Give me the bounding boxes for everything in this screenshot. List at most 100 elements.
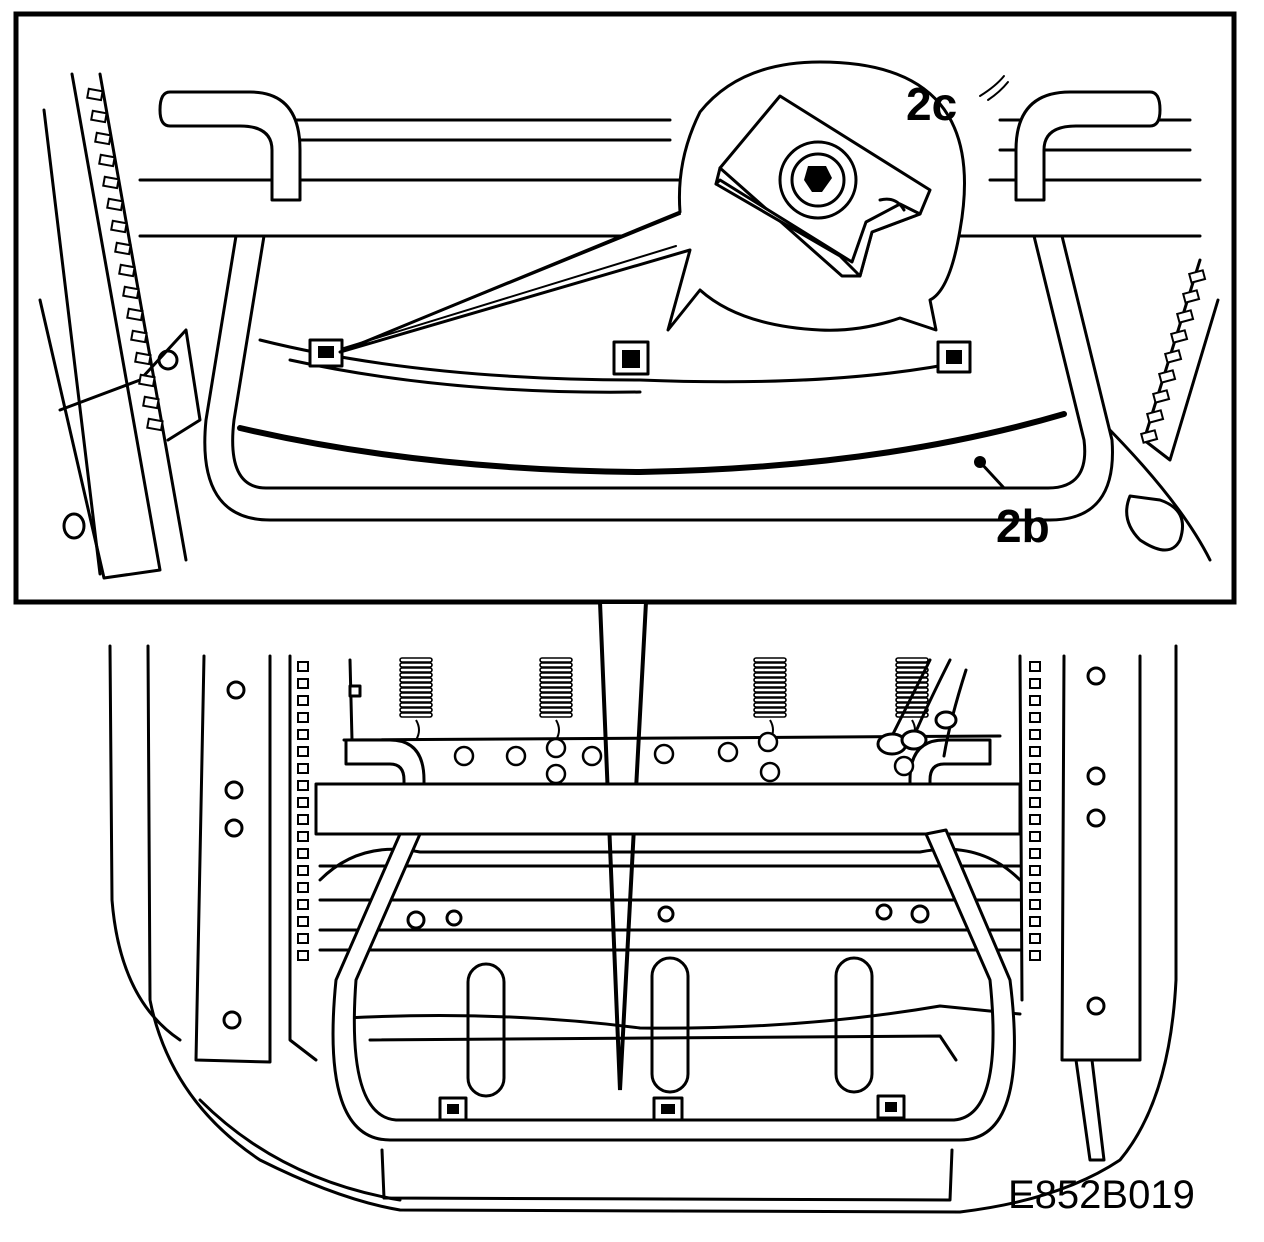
spring-coil	[539, 662, 573, 668]
rail-slot	[297, 865, 309, 876]
spring-coil	[399, 692, 433, 698]
clip-callout-label: 2c	[906, 78, 957, 130]
bar-hole	[545, 763, 567, 785]
spring-coil	[539, 712, 573, 718]
spring-coil	[539, 687, 573, 693]
bar-hole	[653, 743, 675, 765]
oval-slots	[466, 956, 874, 1098]
bar-hole	[759, 761, 781, 783]
rail-slot	[1145, 409, 1165, 424]
rail-slot	[1029, 746, 1041, 757]
spring-coil	[539, 677, 573, 683]
rail-slot	[1029, 695, 1041, 706]
rail-slot	[1029, 899, 1041, 910]
rail-slot	[142, 395, 160, 410]
rail-slot	[297, 661, 309, 672]
rail-slot	[297, 848, 309, 859]
rail-slot	[1175, 309, 1195, 324]
rail-slot	[94, 131, 112, 146]
rail-slot	[297, 831, 309, 842]
rail-slot	[1181, 289, 1201, 304]
spring-coil	[539, 702, 573, 708]
rail-slot	[297, 763, 309, 774]
seat-main-view	[108, 644, 1178, 1214]
spring-coil	[399, 672, 433, 678]
rail-slot	[297, 916, 309, 927]
main-left-rail	[194, 654, 318, 1064]
spring-hook	[555, 719, 560, 741]
spring-coil	[753, 657, 787, 663]
rail-slot	[130, 329, 148, 344]
spring-coil	[399, 667, 433, 673]
main-left-slots	[297, 661, 309, 961]
rail-slot	[1139, 429, 1159, 444]
figure-code: E852B019	[1008, 1173, 1195, 1217]
rail-slot	[138, 373, 156, 388]
rail-slot	[106, 197, 124, 212]
rail-slot	[297, 729, 309, 740]
rail-slot	[1029, 780, 1041, 791]
bar-holes	[453, 731, 915, 785]
rail-slot	[1029, 678, 1041, 689]
rail-slot	[297, 780, 309, 791]
rail-slot	[98, 153, 116, 168]
spring-coil	[753, 672, 787, 678]
rail-slot	[297, 814, 309, 825]
rail-slots-right	[1139, 269, 1207, 444]
seat-shell	[146, 644, 1178, 1214]
spring-coil	[895, 657, 929, 663]
spring-coil	[399, 677, 433, 683]
main-lower-bars	[318, 847, 1022, 952]
rail-slot	[1029, 712, 1041, 723]
spring-coil	[753, 707, 787, 713]
spring-coil	[399, 697, 433, 703]
rail-slot	[1157, 369, 1177, 384]
detail-inset: 2c 2b	[13, 11, 1237, 605]
spring-coil	[399, 702, 433, 708]
bar-hole	[581, 745, 603, 767]
spring-coil	[539, 707, 573, 713]
spring-coil	[753, 682, 787, 688]
rail-slot	[297, 933, 309, 944]
main-clips	[438, 1094, 906, 1122]
spring-coil	[539, 697, 573, 703]
inset-right-rail	[1098, 258, 1220, 562]
rail-slot	[297, 797, 309, 808]
rail-slot	[1029, 797, 1041, 808]
main-right-slots	[1029, 661, 1041, 961]
rail-slot	[1169, 329, 1189, 344]
spring-coil	[399, 707, 433, 713]
spring-coil	[753, 687, 787, 693]
spring-hook	[415, 719, 420, 741]
spring-coil	[753, 667, 787, 673]
rail-slot	[297, 899, 309, 910]
spring-coil	[753, 692, 787, 698]
rail-slot	[297, 950, 309, 961]
bar-hole	[757, 731, 779, 753]
inset-clips	[308, 338, 972, 376]
hoses	[876, 658, 968, 758]
spring-coil	[399, 662, 433, 668]
spring-coil	[539, 692, 573, 698]
spring-coil	[399, 657, 433, 663]
spring-coil	[895, 702, 929, 708]
rail-slot	[1029, 661, 1041, 672]
inset-left-rail	[38, 72, 202, 580]
main-cross-beam	[314, 782, 1022, 836]
rail-callout-label: 2b	[996, 500, 1050, 552]
rail-slot	[1029, 831, 1041, 842]
inset-wire-frame	[203, 234, 1114, 522]
rail-slot	[86, 87, 104, 102]
rail-slot	[1029, 814, 1041, 825]
spring-coil	[399, 712, 433, 718]
spring-coil	[895, 672, 929, 678]
bar-hole	[893, 755, 915, 777]
rail-slot	[122, 285, 140, 300]
rail-slot	[1029, 729, 1041, 740]
spring-clip	[714, 94, 932, 278]
inset-right-tube	[1014, 90, 1162, 202]
seat-springs	[399, 657, 929, 741]
inset-leader	[597, 600, 649, 1091]
spring-coil	[895, 667, 929, 673]
